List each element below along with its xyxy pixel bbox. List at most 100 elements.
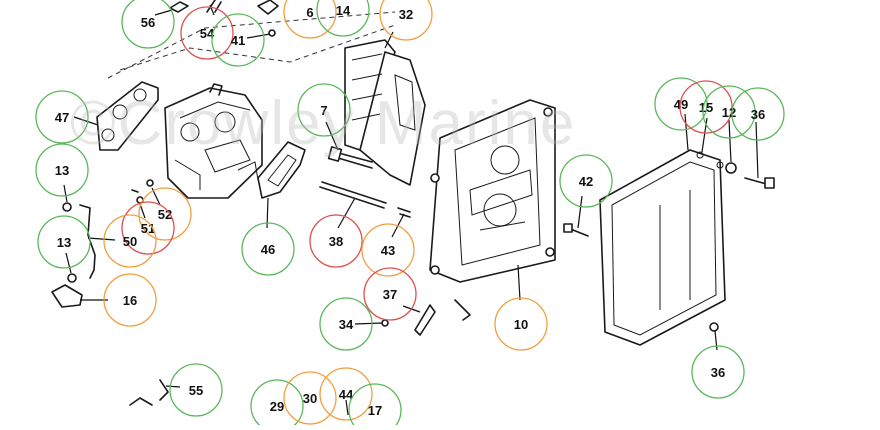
callout-ring xyxy=(319,297,373,351)
callout-ring xyxy=(494,297,548,351)
callout-46[interactable]: 46 xyxy=(241,222,295,276)
callout-36[interactable]: 36 xyxy=(731,87,785,141)
callout-13[interactable]: 13 xyxy=(35,143,89,197)
callout-49[interactable]: 49 xyxy=(654,77,708,131)
top-fasteners xyxy=(169,0,279,37)
linkage-drawing xyxy=(51,202,96,308)
callout-number: 42 xyxy=(579,174,593,189)
callout-17[interactable]: 17 xyxy=(348,383,402,430)
manifold-10-drawing xyxy=(429,99,556,283)
callout-32[interactable]: 32 xyxy=(379,0,433,41)
callout-ring xyxy=(169,363,223,417)
cover-plate-drawing xyxy=(599,149,726,346)
callout-number: 43 xyxy=(381,243,395,258)
callout-ring xyxy=(180,6,234,60)
callout-ring xyxy=(654,77,708,131)
callout-number: 16 xyxy=(123,293,137,308)
callout-number: 34 xyxy=(339,317,354,332)
rod-38-drawing xyxy=(319,181,387,209)
callout-number: 7 xyxy=(320,103,327,118)
callout-ring xyxy=(731,87,785,141)
callout-7[interactable]: 7 xyxy=(297,83,351,137)
callout-14[interactable]: 14 xyxy=(316,0,370,37)
callout-number: 30 xyxy=(303,391,317,406)
callout-ring xyxy=(309,214,363,268)
callout-ring xyxy=(348,383,402,430)
leader-lines xyxy=(63,4,759,416)
reed-block-drawing xyxy=(344,39,426,186)
callout-ring xyxy=(319,367,373,421)
callout-ring xyxy=(250,379,304,430)
plug-36-drawing xyxy=(709,322,719,332)
carburetor-drawing xyxy=(164,83,263,199)
callout-43[interactable]: 43 xyxy=(361,223,415,277)
callout-ring xyxy=(297,83,351,137)
callout-44[interactable]: 44 xyxy=(319,367,373,421)
callout-54[interactable]: 54 xyxy=(180,6,234,60)
callout-50[interactable]: 50 xyxy=(103,214,157,268)
callout-47[interactable]: 47 xyxy=(35,90,89,144)
callout-ring xyxy=(691,345,745,399)
callout-ring xyxy=(702,85,756,139)
gasket-46-drawing xyxy=(257,141,306,199)
callout-42[interactable]: 42 xyxy=(559,154,613,208)
callout-13[interactable]: 13 xyxy=(37,215,91,269)
callout-37[interactable]: 37 xyxy=(363,267,417,321)
callout-number: 38 xyxy=(329,234,343,249)
throttle-arm-drawing xyxy=(381,299,471,336)
callout-16[interactable]: 16 xyxy=(103,273,157,327)
callout-ring xyxy=(138,187,192,241)
callout-number: 32 xyxy=(399,7,413,22)
callout-number: 51 xyxy=(141,221,155,236)
callout-ring xyxy=(103,273,157,327)
hardware-51-52-drawing xyxy=(131,179,154,204)
callout-30[interactable]: 30 xyxy=(283,371,337,425)
callout-56[interactable]: 56 xyxy=(121,0,175,49)
callout-ring xyxy=(103,214,157,268)
callout-ring xyxy=(283,0,337,39)
callout-number: 29 xyxy=(270,399,284,414)
callout-ring xyxy=(283,371,337,425)
callout-ring xyxy=(379,0,433,41)
gasket-47-drawing xyxy=(96,81,159,151)
callout-51[interactable]: 51 xyxy=(121,201,175,255)
callout-55[interactable]: 55 xyxy=(169,363,223,417)
callout-34[interactable]: 34 xyxy=(319,297,373,351)
callout-ring xyxy=(361,223,415,277)
callout-number: 55 xyxy=(189,383,203,398)
callout-10[interactable]: 10 xyxy=(494,297,548,351)
bottom-fastener-drawing xyxy=(129,379,169,406)
callout-ring xyxy=(316,0,370,37)
callout-number: 41 xyxy=(231,33,245,48)
callout-ring xyxy=(679,80,733,134)
fitting-43-drawing xyxy=(397,207,411,218)
callout-number: 52 xyxy=(158,207,172,222)
callout-ring xyxy=(121,0,175,49)
callout-29[interactable]: 29 xyxy=(250,379,304,430)
alignment-lines xyxy=(107,11,396,79)
callout-number: 54 xyxy=(200,26,215,41)
callout-ring xyxy=(211,13,265,67)
callout-number: 49 xyxy=(674,97,688,112)
callout-number: 12 xyxy=(722,105,736,120)
callout-number: 46 xyxy=(261,242,275,257)
callout-38[interactable]: 38 xyxy=(309,214,363,268)
bolt-7-drawing xyxy=(327,146,373,169)
callout-ring xyxy=(35,90,89,144)
bolt-36-drawing xyxy=(725,162,775,189)
callout-number: 50 xyxy=(123,234,137,249)
callout-number: 36 xyxy=(711,365,725,380)
callout-number: 44 xyxy=(339,387,354,402)
callout-52[interactable]: 52 xyxy=(138,187,192,241)
callout-number: 36 xyxy=(751,107,765,122)
callout-number: 13 xyxy=(55,163,69,178)
callout-number: 15 xyxy=(699,100,713,115)
callout-number: 37 xyxy=(383,287,397,302)
callout-36[interactable]: 36 xyxy=(691,345,745,399)
callout-number: 14 xyxy=(336,3,351,18)
callout-ring xyxy=(241,222,295,276)
bolt-42-drawing xyxy=(563,223,589,237)
callout-6[interactable]: 6 xyxy=(283,0,337,39)
callout-41[interactable]: 41 xyxy=(211,13,265,67)
